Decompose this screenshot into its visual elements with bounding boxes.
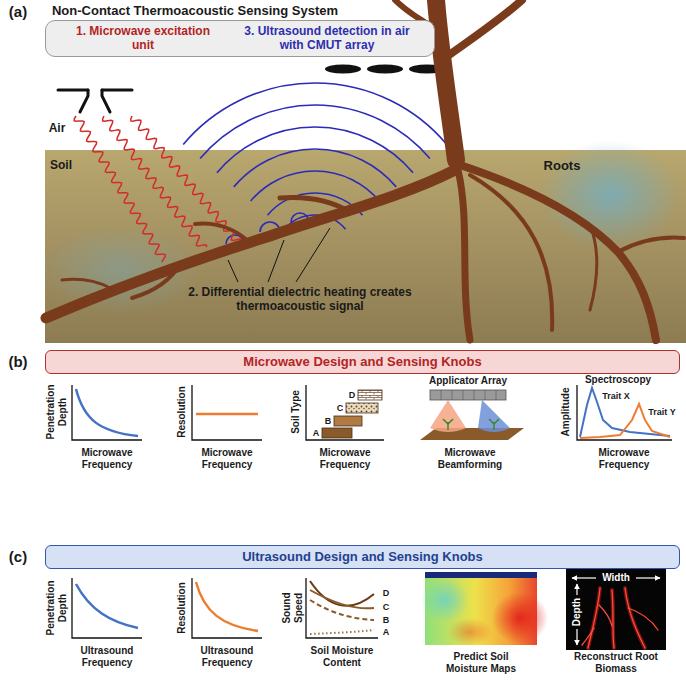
depth-curve [76,389,138,436]
region-label: Air [49,122,66,136]
category-letter: C [337,403,344,413]
part-label: Applicator Array [429,375,507,387]
sound-speed-curves [310,581,374,634]
dimension-label: Width [602,572,630,584]
section-band: Microwave Design and Sensing Knobs [45,350,680,374]
axis-label: Microwave Frequency [589,447,659,470]
category-letter: B [325,416,332,426]
microwave-wave [131,116,242,241]
panel-title: Non-Contact Thermoacoustic Sensing Syste… [52,4,338,19]
section-band: Ultrasound Design and Sensing Knobs [45,545,680,569]
process-label: 2. Differential dielectric heating creat… [183,286,418,314]
axis-label: Ultrasound Frequency [70,645,145,668]
axis-label: Microwave Frequency [310,447,380,470]
region-label: Soil [50,159,72,173]
unit-label: 3. Ultrasound detection in air with CMUT… [242,24,412,53]
cmut-array [325,65,445,74]
system-box: 1. Microwave excitation unit 3. Ultrasoun… [45,20,435,57]
category-letter: A [383,627,390,637]
wave-arc [234,149,396,187]
category-letter: D [383,588,390,598]
region-label: Roots [544,159,581,174]
soil-type-bars [322,390,382,438]
axis-label: Amplitude [560,388,572,437]
plot-axes [72,578,378,638]
resolution-curve [196,413,258,416]
moist-patch [40,225,200,315]
wave-arc [217,127,413,173]
horn-antenna [58,90,132,112]
panel-caption: Predict Soil Moisture Maps [436,651,526,674]
trait-label: Trait X [602,391,630,401]
microwave-wave [74,116,165,262]
band-title: Microwave Design and Sensing Knobs [52,354,673,370]
axis-label: Resolution [176,582,188,634]
axis-label: Resolution [176,386,188,438]
band-title: Ultrasound Design and Sensing Knobs [52,549,673,565]
category-letter: D [349,390,356,400]
category-letter: B [383,615,390,625]
wave-arc [200,105,430,159]
axis-label: Sound Speed [281,586,304,631]
panel-letter: (c) [9,548,27,565]
microwave-waves [74,116,241,262]
wave-arc [183,83,447,144]
axis-label: Soil Moisture Content [302,645,382,668]
axis-label: Penetration Depth [45,577,68,639]
root-system [46,0,684,340]
axis-label: Microwave Frequency [192,447,262,470]
axis-label: Ultrasound Frequency [190,645,265,668]
axis-label: Soil Type [290,390,302,434]
part-label: Spectroscopy [585,374,651,386]
root-image [566,568,666,650]
panel-caption: Reconstruct Root Biomass [569,651,664,674]
resolution-curve [196,582,258,631]
depth-curve [76,584,138,628]
wave-arc [251,171,380,201]
axis-label: Penetration Depth [45,381,68,443]
axis-label: Microwave Frequency [72,447,142,470]
axis-label: Microwave Beamforming [430,447,510,470]
trait-label: Trait Y [648,407,675,417]
category-letter: C [383,602,390,612]
panel-letter: (a) [9,3,27,20]
microwave-wave [103,116,207,247]
dimension-label: Depth [571,598,583,626]
wave-arc [268,193,363,215]
beamforming-illustration [420,390,524,440]
unit-label: 1. Microwave excitation unit [68,24,218,53]
soil-moisture-map [421,572,548,646]
plot-axes [72,385,672,440]
leader-line [228,228,330,282]
moist-patch [540,140,680,250]
category-letter: A [313,428,320,438]
panel-letter: (b) [8,353,27,370]
